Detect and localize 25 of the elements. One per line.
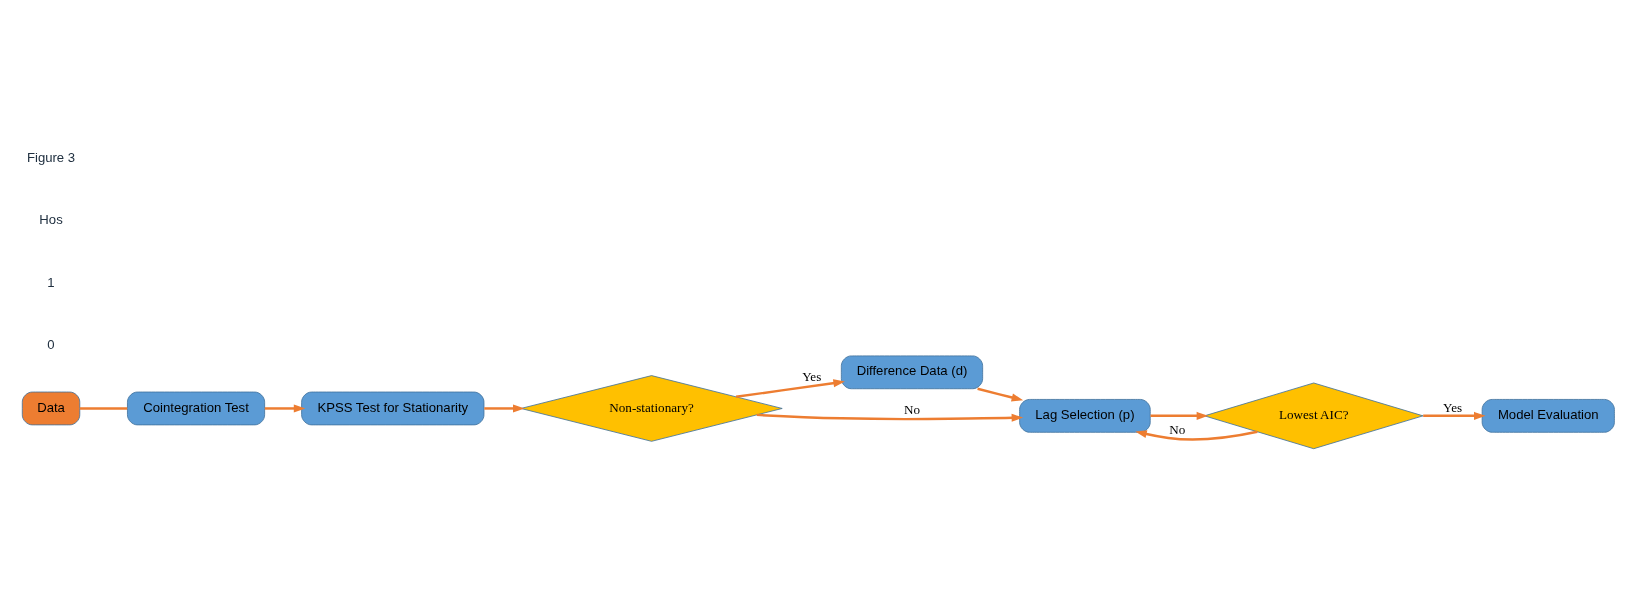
node-box: KPSS Test for Stationarity — [301, 391, 485, 425]
node-box: Lag Selection (p) — [1019, 398, 1151, 433]
arrow — [1150, 411, 1209, 420]
node-box: Data — [21, 391, 81, 425]
node-box: Model Evaluation — [1481, 398, 1615, 433]
arrow — [756, 413, 1024, 422]
arrow — [977, 387, 1024, 401]
arrow — [264, 403, 306, 412]
label: 0 — [47, 336, 55, 352]
arrow — [484, 403, 525, 412]
label: 1 — [47, 274, 55, 290]
arrow — [735, 378, 845, 398]
edge-label: Yes — [1443, 399, 1463, 415]
label: Figure 3 — [26, 149, 76, 165]
edge-label: No — [1169, 421, 1186, 437]
node-diamond: Lowest AIC? — [1204, 382, 1424, 449]
edge-label: No — [903, 401, 921, 417]
node-box: Difference Data (d) — [840, 354, 984, 389]
connector — [79, 406, 128, 410]
arrow — [1423, 411, 1486, 420]
edge-label: Yes — [802, 368, 822, 384]
node-box: Cointegration Test — [127, 391, 266, 425]
node-diamond: Non-stationary? — [520, 374, 783, 442]
label: Hos — [39, 211, 63, 227]
arrow — [1135, 429, 1258, 441]
